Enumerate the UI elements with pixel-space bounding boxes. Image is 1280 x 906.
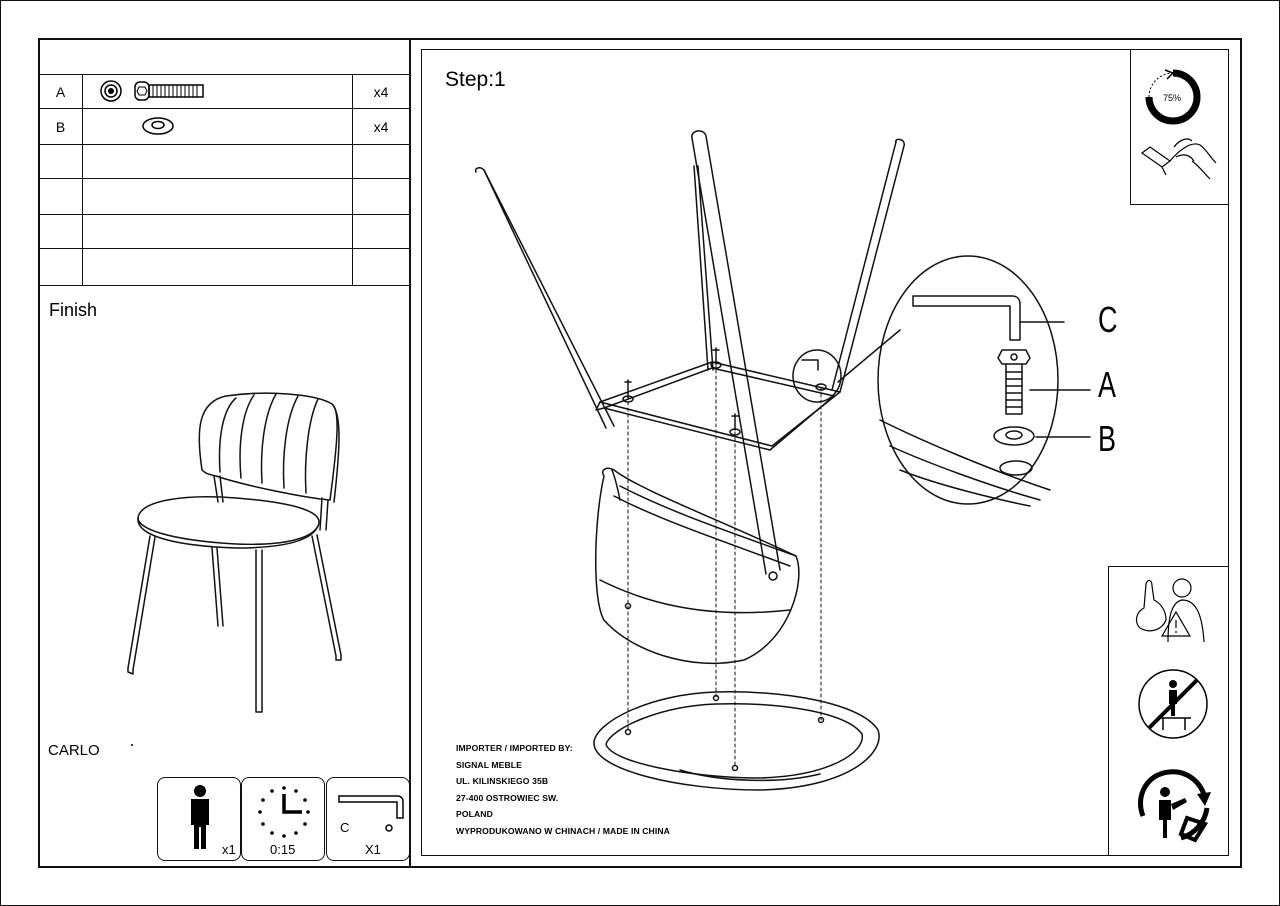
assembly-time: 0:15 [270, 842, 296, 857]
no-standing-icon [1138, 669, 1208, 739]
tool-qty: X1 [365, 842, 381, 857]
table-row: A x4 [38, 74, 410, 109]
part-qty [352, 214, 410, 249]
table-row [38, 248, 410, 286]
part-image-cell [82, 248, 353, 286]
table-row [38, 144, 410, 179]
left-panel [38, 38, 411, 868]
finished-chair-illustration [127, 392, 342, 713]
part-image-cell [82, 108, 353, 145]
finish-label: Finish [49, 300, 98, 320]
part-qty [352, 144, 410, 179]
persons-count: x1 [222, 842, 236, 857]
allen-key-icon [338, 795, 404, 832]
importer-line: UL. KILINSKIEGO 35B [456, 776, 549, 786]
parts-table: A x4 B x4 [38, 74, 410, 286]
assembly-diagram [474, 130, 1091, 791]
time-box: 0:15 [241, 777, 325, 861]
torque-percent: 75% [1163, 93, 1182, 103]
step-panel [421, 49, 1229, 856]
tool-letter: C [340, 820, 350, 835]
part-qty [352, 248, 410, 286]
part-qty [352, 178, 410, 215]
torque-gauge-icon [1145, 69, 1201, 125]
step-label: Step:1 [445, 68, 506, 91]
hand-with-allen-key-icon [1140, 138, 1217, 180]
importer-line: 27-400 OSTROWIEC SW. [456, 792, 559, 803]
callout-c: C [1098, 299, 1118, 340]
child-warning-icon [1135, 578, 1205, 643]
dot-mark [131, 744, 133, 746]
persons-box: x1 [157, 777, 241, 861]
bolt-with-washer-icon [100, 80, 204, 102]
product-name: CARLO [48, 742, 100, 759]
importer-info: IMPORTER / IMPORTED BY: SIGNAL MEBLE UL.… [456, 740, 670, 839]
callout-a: A [1098, 364, 1117, 405]
part-image-cell [82, 178, 353, 215]
part-letter [38, 214, 83, 249]
callout-b: B [1098, 418, 1117, 459]
importer-line: SIGNAL MEBLE [456, 759, 522, 770]
part-image-cell [82, 74, 353, 109]
table-row [38, 214, 410, 249]
importer-line: POLAND [456, 809, 493, 819]
part-qty: x4 [352, 74, 410, 109]
clock-icon [258, 786, 310, 838]
person-icon [191, 785, 209, 849]
table-row: B x4 [38, 108, 410, 145]
recycle-icon [1138, 769, 1211, 843]
part-letter: B [38, 108, 83, 145]
tool-box: C X1 [326, 777, 410, 861]
part-image-cell [82, 144, 353, 179]
part-letter [38, 248, 83, 286]
part-letter [38, 178, 83, 215]
part-letter [38, 144, 83, 179]
table-row [38, 178, 410, 215]
washer-icon [142, 117, 174, 135]
torque-box [1130, 49, 1229, 205]
warnings-panel [1108, 566, 1229, 856]
part-image-cell [82, 214, 353, 249]
part-letter: A [38, 74, 83, 109]
importer-line: WYPRODUKOWANO W CHINACH / MADE IN CHINA [456, 825, 670, 836]
importer-line: IMPORTER / IMPORTED BY: [456, 743, 573, 753]
part-qty: x4 [352, 108, 410, 145]
